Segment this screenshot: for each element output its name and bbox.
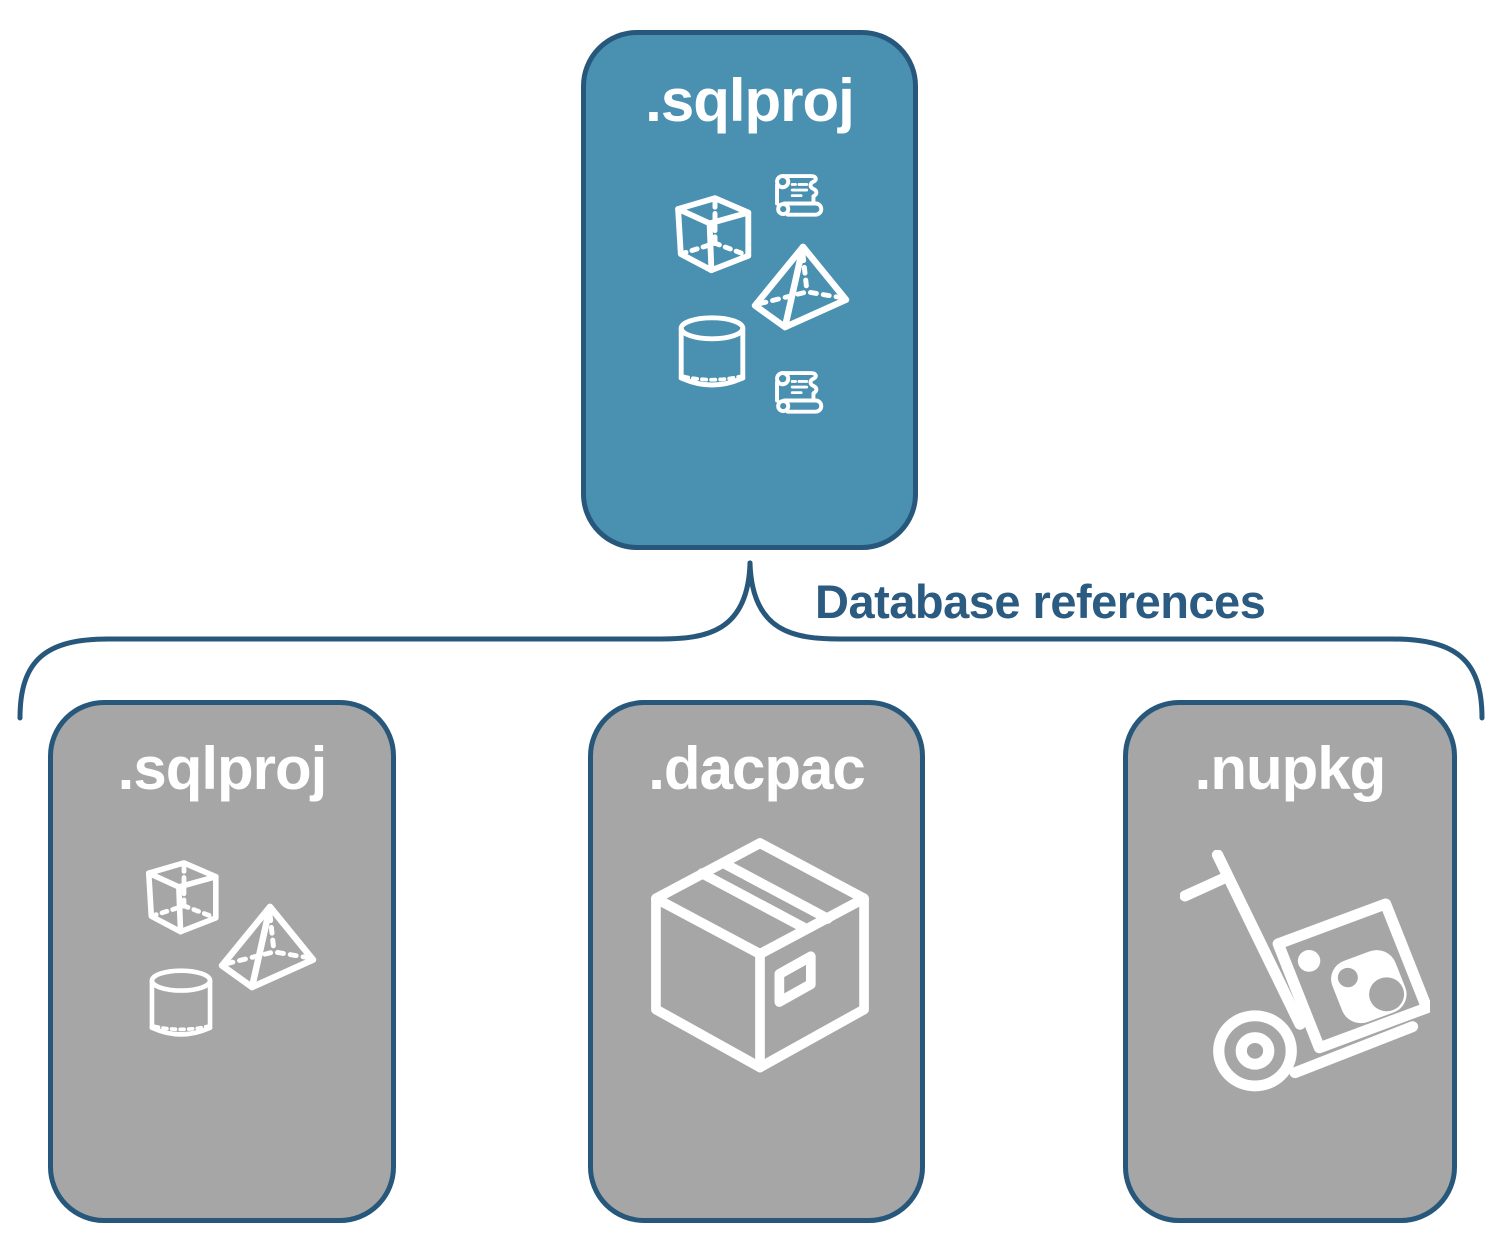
- source-node-sqlproj: .sqlproj: [581, 30, 918, 550]
- target-node-nupkg: .nupkg: [1123, 700, 1457, 1223]
- scroll-icon: [772, 171, 828, 227]
- cube-icon: [141, 856, 227, 942]
- pyramid-icon: [218, 903, 318, 991]
- hand-truck-icon: [1180, 850, 1430, 1092]
- nuget-logo-icon: [1272, 898, 1430, 1054]
- target-node-dacpac: .dacpac: [588, 700, 925, 1223]
- source-node-title: .sqlproj: [645, 67, 855, 134]
- scroll-icon: [772, 368, 828, 424]
- package-box-icon: [639, 833, 881, 1085]
- edge-label: Database references: [815, 575, 1266, 628]
- pyramid-icon: [751, 243, 851, 331]
- target-node-sqlproj: .sqlproj: [48, 700, 396, 1223]
- cylinder-icon: [677, 315, 747, 392]
- target-node-title: .nupkg: [1194, 735, 1387, 802]
- cylinder-icon: [148, 968, 214, 1041]
- cube-icon: [670, 191, 760, 281]
- target-node-title: .sqlproj: [117, 735, 328, 802]
- target-node-title: .dacpac: [648, 735, 865, 802]
